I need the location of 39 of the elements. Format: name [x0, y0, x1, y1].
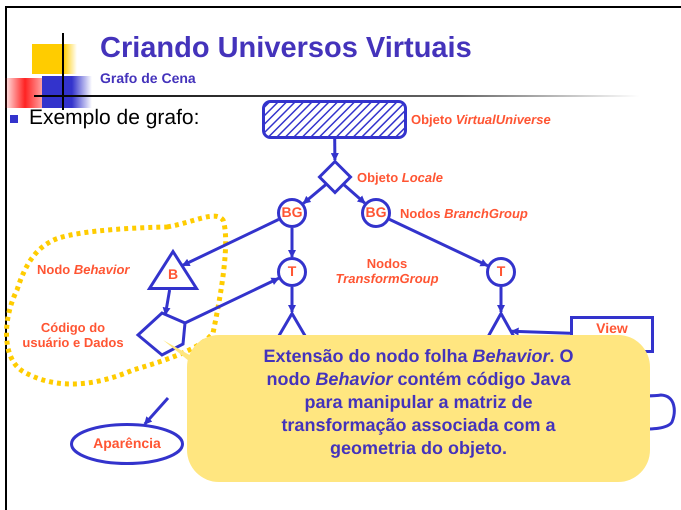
slide-title: Criando Universos Virtuais	[100, 32, 472, 65]
annotation-label: Nodos TransformGroup	[334, 256, 440, 286]
callout-tooltip	[187, 335, 650, 482]
node-label: B	[166, 266, 180, 282]
triangle-node	[148, 250, 198, 290]
node-caption: Nodo Behavior	[37, 262, 130, 277]
arrow	[388, 218, 488, 267]
circle-node	[277, 198, 307, 228]
arrow	[288, 228, 296, 258]
node-caption: Código do usuário e Dados	[21, 320, 125, 350]
node-caption: Nodos BranchGroup	[400, 206, 528, 221]
node-label: BG	[280, 204, 304, 220]
pentagon-node	[138, 313, 186, 355]
node-label: T	[496, 263, 506, 279]
bullet-text: Exemplo de grafo:	[29, 106, 200, 130]
hatched-box	[262, 100, 407, 139]
node-label: Aparência	[92, 435, 162, 451]
node-label: View	[595, 320, 629, 336]
diamond-node	[318, 160, 352, 194]
callout-text: Extensão do nodo folha Behavior. O nodo Behavior contém código Java para manipular a matriz de transformação associada com a geometria do objeto.	[262, 345, 575, 460]
ellipse-node	[70, 423, 184, 465]
subtitle: Grafo de Cena	[100, 70, 196, 86]
arrow	[330, 138, 339, 162]
arrow	[343, 184, 366, 204]
node-label: T	[286, 263, 298, 279]
circle-node	[277, 257, 307, 287]
arrow	[162, 290, 172, 316]
node-caption: Objeto VirtualUniverse	[411, 112, 551, 127]
arrow	[182, 218, 280, 267]
arrow	[288, 287, 296, 313]
node-label: BG	[364, 204, 388, 220]
circle-node	[486, 257, 516, 287]
arrow	[144, 397, 170, 426]
arrow	[497, 287, 505, 313]
arrow	[184, 277, 280, 324]
arrow	[510, 328, 570, 336]
node-caption: Objeto Locale	[357, 170, 443, 185]
arrow	[302, 184, 327, 205]
circle-node	[361, 198, 391, 228]
